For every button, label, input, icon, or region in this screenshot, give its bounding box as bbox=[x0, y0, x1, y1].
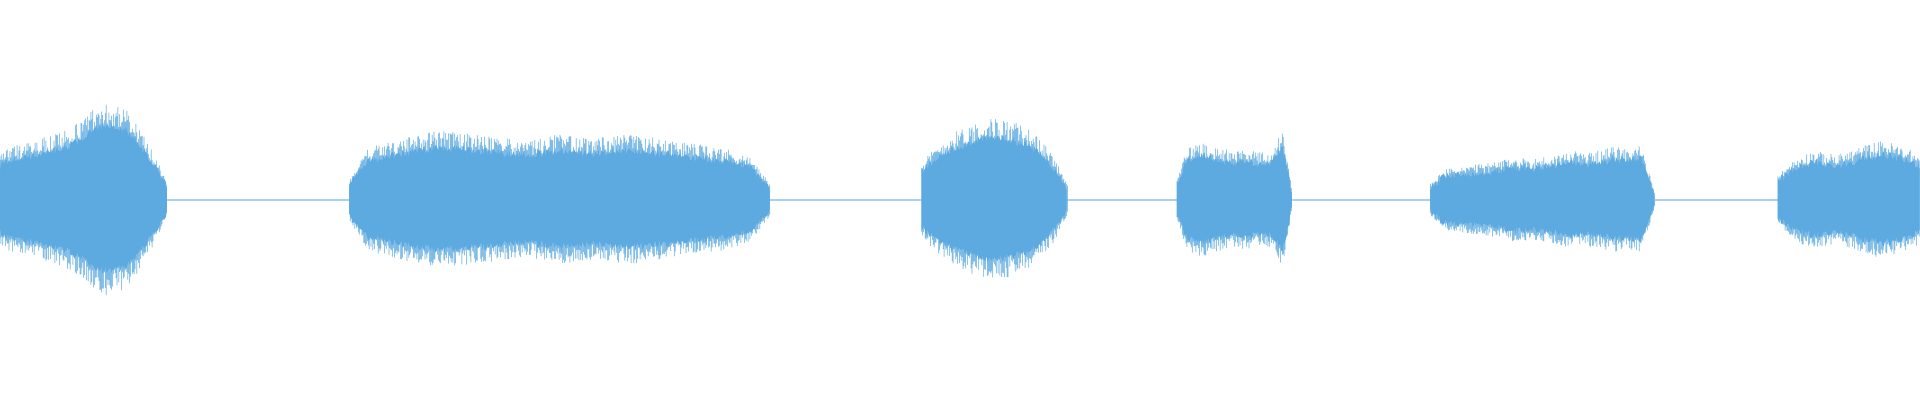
audio-segments bbox=[0, 104, 1920, 296]
audio-segment-peaks bbox=[1430, 146, 1655, 252]
audio-segment-peaks bbox=[1176, 133, 1292, 263]
audio-segment-peaks bbox=[921, 119, 1068, 278]
audio-segment-peaks bbox=[1777, 141, 1920, 257]
audio-segment-peaks bbox=[0, 104, 167, 296]
audio-segment-peaks bbox=[349, 131, 771, 266]
